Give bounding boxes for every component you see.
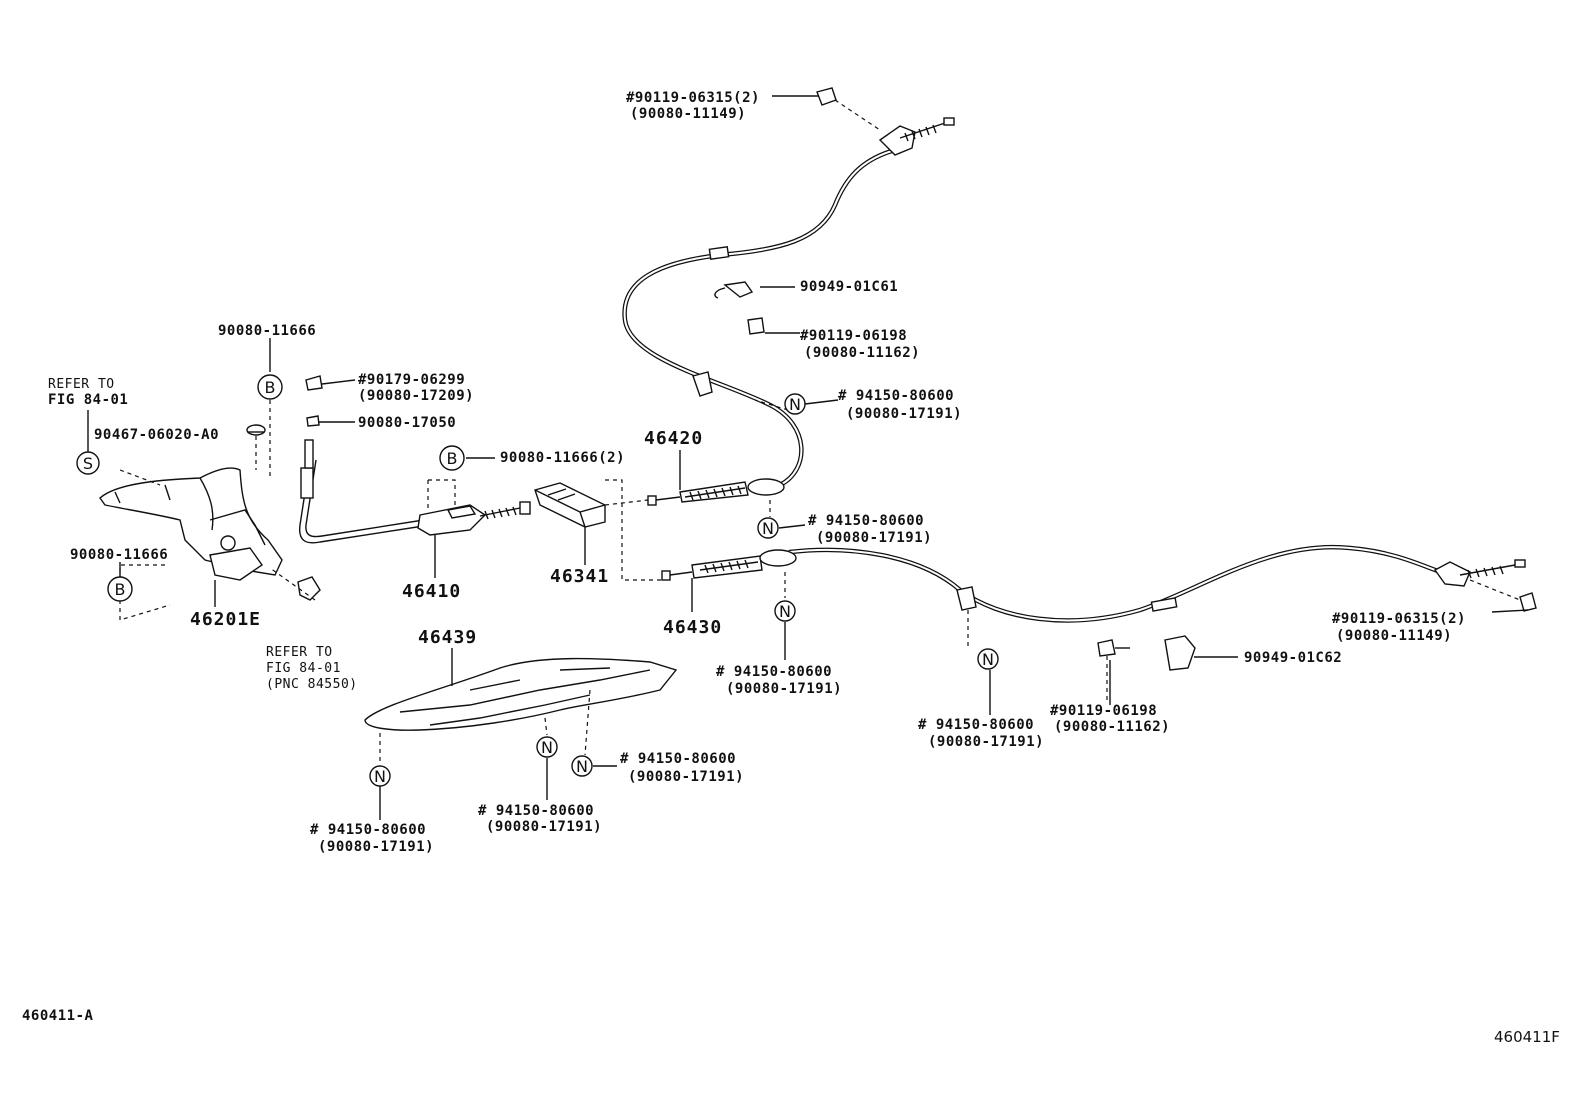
label-90949-01C61[interactable]: 90949-01C61 — [800, 279, 898, 295]
label-clamp-2-line1: # 94150-80600 — [808, 513, 924, 529]
label-clamp-1-line2: (90080-17191) — [846, 406, 962, 422]
label-clamp-6-line2: (90080-17191) — [486, 819, 602, 835]
label-90080-11666-2[interactable]: 90080-11666(2) — [500, 450, 625, 466]
svg-text:N: N — [541, 738, 553, 757]
label-46420[interactable]: 46420 — [644, 428, 703, 449]
svg-text:S: S — [83, 454, 93, 473]
svg-text:B: B — [265, 378, 276, 397]
label-bolt-mid-top-line1: #90119-06198 — [800, 328, 907, 344]
label-refer-top-line2: FIG 84-01 — [48, 392, 128, 408]
label-clamp-1-line1: # 94150-80600 — [838, 388, 954, 404]
cable-46430[interactable] — [661, 544, 1453, 623]
symbol-N-2: N — [757, 517, 779, 539]
diagram-code-right: 460411F — [1494, 1028, 1560, 1046]
label-refer-bottom-line2: FIG 84-01 — [266, 661, 341, 676]
label-clamp-7-line2: (90080-17191) — [318, 839, 434, 855]
label-46201E[interactable]: 46201E — [190, 609, 261, 630]
label-46341[interactable]: 46341 — [550, 566, 609, 587]
equalizer-46410[interactable] — [417, 501, 531, 536]
symbol-N-6: N — [536, 736, 558, 758]
svg-text:N: N — [374, 767, 386, 786]
leader-lines — [87, 95, 1529, 820]
label-bolt-top-line1: #90119-06315(2) — [626, 90, 760, 106]
label-clamp-4-line2: (90080-17191) — [928, 734, 1044, 750]
label-clamp-4-line1: # 94150-80600 — [918, 717, 1034, 733]
front-cable — [298, 439, 431, 544]
label-90080-11666-left[interactable]: 90080-11666 — [70, 547, 168, 563]
svg-text:B: B — [115, 580, 126, 599]
diagram-code-left: 460411-A — [22, 1008, 94, 1024]
svg-text:N: N — [982, 650, 994, 669]
label-refer-top-line1: REFER TO — [48, 377, 115, 392]
symbol-N-5: N — [369, 765, 391, 787]
label-clamp-7-line1: # 94150-80600 — [310, 822, 426, 838]
label-bolt-mid-right-line1: #90119-06198 — [1050, 703, 1157, 719]
upper-cable-end-bracket — [692, 117, 955, 397]
symbol-B-left: B — [107, 576, 133, 602]
small-hardware — [246, 87, 1537, 671]
floor-cover-46439[interactable] — [364, 657, 678, 731]
label-nut-top-line1: #90179-06299 — [358, 372, 465, 388]
parking-brake-lever-46201E[interactable] — [99, 467, 321, 601]
label-46410[interactable]: 46410 — [402, 581, 461, 602]
svg-text:N: N — [779, 602, 791, 621]
svg-text:N: N — [762, 519, 774, 538]
symbol-B-top: B — [257, 374, 283, 400]
label-46439[interactable]: 46439 — [418, 627, 477, 648]
svg-text:N: N — [789, 395, 801, 414]
label-clamp-2-line2: (90080-17191) — [816, 530, 932, 546]
symbol-N-7: N — [571, 755, 593, 777]
label-clamp-5-line1: # 94150-80600 — [620, 751, 736, 767]
svg-text:N: N — [576, 757, 588, 776]
label-clamp-5-line2: (90080-17191) — [628, 769, 744, 785]
label-clamp-6-line1: # 94150-80600 — [478, 803, 594, 819]
label-bolt-right-line2: (90080-11149) — [1336, 628, 1452, 644]
svg-text:B: B — [447, 449, 458, 468]
symbol-N-1: N — [784, 393, 806, 415]
label-90080-17050[interactable]: 90080-17050 — [358, 415, 456, 431]
label-bolt-right-line1: #90119-06315(2) — [1332, 611, 1466, 627]
symbol-N-4: N — [977, 648, 999, 670]
connector-46341[interactable] — [534, 482, 606, 528]
symbol-N-3: N — [774, 600, 796, 622]
label-bolt-top-line2: (90080-11149) — [630, 106, 746, 122]
label-nut-top-line2: (90080-17209) — [358, 388, 474, 404]
symbol-S: S — [76, 451, 100, 475]
symbol-B-mid: B — [439, 445, 465, 471]
label-46430[interactable]: 46430 — [663, 617, 722, 638]
label-90949-01C62[interactable]: 90949-01C62 — [1244, 650, 1342, 666]
label-clamp-3-line2: (90080-17191) — [726, 681, 842, 697]
label-refer-bottom-line3: (PNC 84550) — [266, 677, 358, 692]
label-bolt-mid-top-line2: (90080-11162) — [804, 345, 920, 361]
label-90467-06020-A0[interactable]: 90467-06020-A0 — [94, 427, 219, 443]
label-bolt-mid-right-line2: (90080-11162) — [1054, 719, 1170, 735]
label-90080-11666-top[interactable]: 90080-11666 — [218, 323, 316, 339]
label-clamp-3-line1: # 94150-80600 — [716, 664, 832, 680]
lower-cable-end-bracket — [1433, 559, 1526, 587]
label-refer-bottom-line1: REFER TO — [266, 645, 333, 660]
